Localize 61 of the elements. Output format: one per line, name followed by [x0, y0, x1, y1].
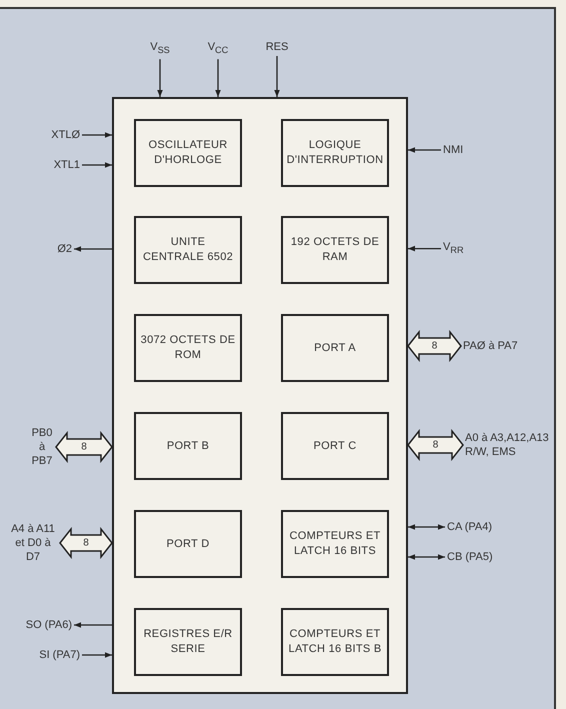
signal-label: A4 à A11 et D0 à D7	[8, 522, 58, 564]
label-text: COMPTEURS ET LATCH 16 BITS B	[288, 627, 382, 657]
signal-arrow	[82, 162, 112, 168]
signal-arrow	[74, 622, 112, 628]
signal-arrow	[408, 554, 445, 560]
signal-label: V$_{SS}$	[150, 40, 170, 58]
edge-label: 8	[83, 538, 89, 548]
label-text: 192 OCTETS DE RAM	[290, 235, 380, 265]
function-block	[134, 608, 242, 676]
signal-label: SI (PA7)	[39, 648, 80, 662]
function-block	[134, 412, 242, 480]
function-block	[281, 608, 389, 676]
signal-arrow	[74, 246, 112, 252]
label-text: PORT A	[314, 340, 356, 356]
signal-label: NMI	[443, 143, 464, 157]
signal-label: PAØ à PA7	[463, 339, 518, 353]
edge-label: 8	[81, 442, 87, 452]
signal-label: Ø2	[57, 242, 72, 256]
edge-label: 8	[432, 440, 438, 450]
label-text: REGISTRES E/R SERIE	[142, 627, 234, 657]
label-text: LOGIQUE D'INTERRUPTION	[286, 138, 384, 168]
label-text: PORT D	[166, 536, 210, 552]
label-text: PORT C	[314, 438, 356, 454]
signal-label: CB (PA5)	[447, 550, 493, 564]
signal-arrow	[408, 524, 445, 530]
signal-arrow	[215, 59, 221, 97]
function-block	[281, 216, 389, 284]
signal-label: V$_{CC}$	[208, 40, 228, 58]
signal-label: A0 à A3,A12,A13 R/W, EMS	[465, 431, 561, 459]
signal-arrow	[82, 132, 112, 138]
label-text: COMPTEURS ET LATCH 16 BITS	[288, 529, 382, 559]
signal-arrow	[408, 147, 441, 153]
function-block	[134, 314, 242, 382]
signal-label: RES	[266, 40, 288, 54]
label-text: PORT B	[166, 438, 210, 454]
signal-arrow	[274, 56, 280, 97]
signal-label: SO (PA6)	[26, 618, 72, 632]
signal-label: XTLØ	[51, 128, 80, 142]
function-block	[281, 510, 389, 578]
signal-arrow	[408, 246, 441, 252]
function-block	[281, 412, 389, 480]
bus-arrow	[59, 526, 113, 560]
signal-arrow	[82, 652, 112, 658]
bus-arrow	[407, 330, 462, 362]
bus-arrow	[55, 430, 113, 464]
signal-label: CA (PA4)	[447, 520, 492, 534]
signal-label: PB0 à PB7	[30, 426, 54, 468]
signal-label: V$_{RR}$	[443, 240, 464, 258]
label-text: 3072 OCTETS DE ROM	[140, 333, 236, 363]
function-block	[281, 119, 389, 187]
chip-outline	[112, 97, 408, 694]
label-text: OSCILLATEUR D'HORLOGE	[148, 138, 228, 168]
function-block	[281, 314, 389, 382]
label-text: UNITE CENTRALE 6502	[142, 235, 234, 265]
edge-label: 8	[432, 340, 438, 352]
signal-arrow	[157, 59, 163, 97]
function-block	[134, 510, 242, 578]
function-block	[134, 119, 242, 187]
bus-arrow	[407, 428, 464, 462]
signal-label: XTL1	[54, 158, 80, 172]
function-block	[134, 216, 242, 284]
